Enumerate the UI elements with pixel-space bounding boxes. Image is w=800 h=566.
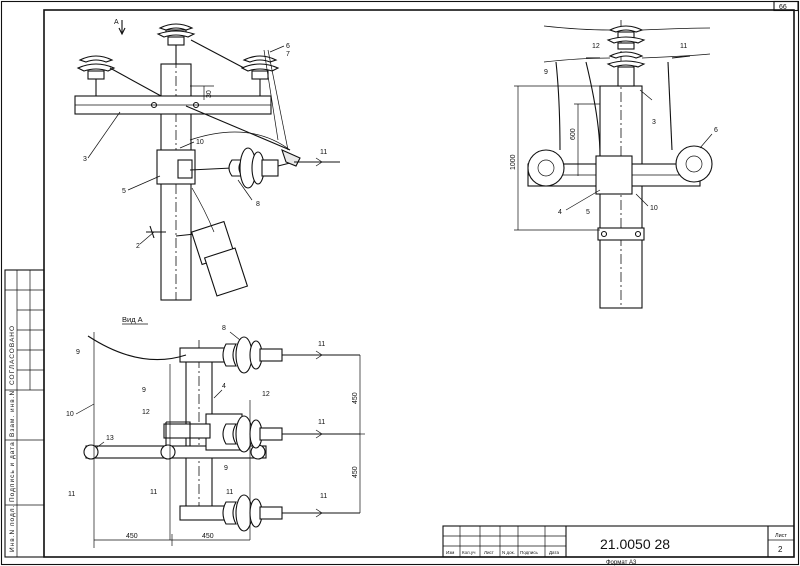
callout-4-viewa: 4 (222, 383, 226, 390)
view-a-title: Вид А (122, 315, 143, 324)
insulator-right (240, 55, 280, 96)
callout-10: 10 (196, 139, 204, 146)
drawing-code: 21.0050 28 (600, 536, 670, 552)
callout-10-viewa: 10 (66, 411, 74, 418)
arrow-a-label: А (114, 19, 119, 26)
callout-9-viewa-1: 9 (76, 349, 80, 356)
stamp-sign-date: Подпись и дата (9, 441, 16, 502)
callout-7: 7 (286, 51, 290, 58)
side-insulator-left (527, 149, 565, 187)
callout-11-viewa-2: 11 (68, 491, 75, 498)
tb-h-ndok: N док. (502, 550, 515, 555)
view-a: Вид А (66, 315, 365, 548)
arrester-box (175, 187, 249, 297)
dim-450-v2: 450 (352, 466, 359, 478)
tb-h-data: Дата (549, 550, 559, 555)
callout-11-front: 11 (320, 149, 327, 156)
tb-h-kol: Кол.уч (462, 550, 476, 555)
stamp-replace: Взам. инв.N (9, 390, 16, 437)
view-a-insulator-bottom (179, 494, 360, 532)
callout-5: 5 (122, 188, 126, 195)
sheet-value: 2 (778, 545, 783, 554)
callout-8: 8 (256, 201, 260, 208)
sheet-label: Лист (775, 533, 787, 539)
callout-12-side: 12 (592, 43, 600, 50)
tb-h-podpis: Подпись (520, 550, 538, 555)
side-insulator-right (675, 145, 713, 183)
dim-1000: 1000 (510, 154, 517, 170)
callout-2: 2 (136, 243, 140, 250)
callout-12-viewa-1: 12 (262, 391, 270, 398)
callout-9-viewa-3: 9 (224, 465, 228, 472)
side-view: 1000 600 12 11 9 3 6 4 5 10 (510, 20, 718, 309)
side-stamp: СОГЛАСОВАНО Взам. инв.N Подпись и дата И… (4, 269, 45, 558)
callout-6: 6 (286, 43, 290, 50)
callout-11-viewa-1: 11 (318, 341, 325, 348)
dim-450-v1: 450 (352, 392, 359, 404)
callout-9-viewa-2: 9 (142, 387, 146, 394)
title-block: Изм Кол.уч Лист N док. Подпись Дата 21.0… (442, 525, 795, 558)
dim-600: 600 (570, 128, 577, 140)
sheet-number: 66 (779, 4, 787, 11)
callout-11-viewa-3: 11 (150, 489, 157, 496)
callout-11-side: 11 (680, 43, 687, 50)
callout-11-viewa-5: 11 (320, 493, 327, 500)
stamp-inv: Инв.N подл. (9, 505, 16, 552)
callout-10-side: 10 (650, 205, 658, 212)
callout-11-viewa-6: 11 (318, 419, 325, 426)
drawing-frame (43, 9, 795, 558)
tb-h-izm: Изм (446, 550, 454, 555)
front-view: 30 А 3 5 2 10 8 6 7 11 (74, 19, 340, 301)
callout-11-viewa-4: 11 (226, 489, 233, 496)
tb-h-list: Лист (484, 550, 494, 555)
insulator-left (76, 55, 116, 96)
dim-450-h2: 450 (202, 533, 214, 540)
dim-30: 30 (206, 90, 213, 98)
callout-3: 3 (83, 156, 87, 163)
dim-450-h1: 450 (126, 533, 138, 540)
sheet-number-box: 66 (773, 0, 799, 12)
callout-13-viewa: 13 (106, 435, 114, 442)
callout-3-side: 3 (652, 119, 656, 126)
view-a-insulator-top (179, 336, 360, 374)
view-a-insulator-middle (163, 413, 360, 453)
insulator-top (156, 23, 196, 64)
side-insulator-top (606, 25, 646, 87)
callout-12-viewa-2: 12 (142, 409, 150, 416)
callout-9-side: 9 (544, 69, 548, 76)
callout-8-viewa: 8 (222, 325, 226, 332)
callout-4-side: 4 (558, 209, 562, 216)
callout-5-side: 5 (586, 209, 590, 216)
format-label: Формат А3 (606, 560, 637, 566)
callout-6-side: 6 (714, 127, 718, 134)
stamp-approved: СОГЛАСОВАНО (9, 325, 16, 385)
